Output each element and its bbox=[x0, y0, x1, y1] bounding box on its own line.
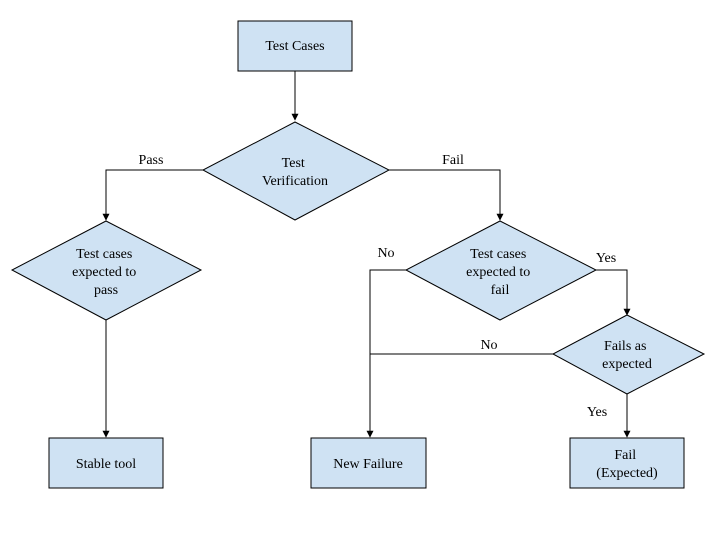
edge-expectedfail-yes bbox=[596, 269, 631, 316]
svg-text:Test Cases: Test Cases bbox=[265, 39, 324, 54]
svg-text:Fail (Expected): Fail (Expected) bbox=[596, 448, 658, 481]
svg-text:Test cases expected to: Test cases expected to pass bbox=[72, 247, 140, 298]
node-stable-tool: Stable tool bbox=[48, 437, 164, 489]
edges bbox=[102, 71, 631, 438]
test-verification-line-2: Verification bbox=[262, 174, 328, 189]
svg-text:Stable tool: Stable tool bbox=[76, 457, 136, 472]
expected-pass-line-3: pass bbox=[94, 283, 118, 298]
test-verification-line-1: Test bbox=[282, 156, 305, 171]
svg-text:Test cases expected to: Test cases expected to fail bbox=[466, 247, 534, 298]
node-expected-pass: Test cases expected to pass bbox=[10, 220, 203, 321]
node-fails-as-expected: Fails as expected bbox=[551, 314, 706, 395]
svg-text:New Failure: New Failure bbox=[333, 457, 403, 472]
stable-tool-line: Stable tool bbox=[76, 457, 136, 472]
node-fail-expected: Fail (Expected) bbox=[569, 437, 685, 489]
edge-verification-pass bbox=[102, 169, 203, 221]
edge-label-pass: Pass bbox=[139, 153, 164, 168]
edge-label-no-middle: No bbox=[480, 338, 497, 353]
fails-as-expected-line-1: Fails as bbox=[604, 339, 646, 354]
edge-label-yes-right: Yes bbox=[596, 251, 616, 266]
expected-fail-line-3: fail bbox=[491, 283, 510, 298]
edge-label-no-left: No bbox=[377, 246, 394, 261]
edge-labels: Pass Fail No Yes No Yes bbox=[139, 153, 617, 420]
node-expected-fail: Test cases expected to fail bbox=[404, 220, 598, 321]
svg-text:Fails as expected: Fails as expected bbox=[602, 339, 652, 372]
svg-text:Test Verification: Test Verification bbox=[262, 156, 328, 189]
new-failure-line: New Failure bbox=[333, 457, 403, 472]
expected-fail-line-1: Test cases bbox=[470, 247, 526, 262]
expected-pass-line-2: expected to bbox=[72, 265, 136, 280]
test-cases-line: Test Cases bbox=[265, 39, 324, 54]
fail-expected-line-2: (Expected) bbox=[596, 466, 658, 481]
edge-expectedfail-no bbox=[366, 269, 406, 438]
fails-as-expected-line-2: expected bbox=[602, 357, 652, 372]
edge-label-fail: Fail bbox=[442, 153, 464, 168]
edge-verification-fail bbox=[389, 169, 504, 221]
node-test-cases: Test Cases bbox=[237, 20, 353, 72]
edge-label-yes-bottom: Yes bbox=[587, 405, 607, 420]
expected-fail-line-2: expected to bbox=[466, 265, 530, 280]
fail-expected-line-1: Fail bbox=[614, 448, 636, 463]
node-new-failure: New Failure bbox=[310, 437, 427, 489]
node-test-verification: Test Verification bbox=[201, 121, 391, 221]
expected-pass-line-1: Test cases bbox=[76, 247, 132, 262]
